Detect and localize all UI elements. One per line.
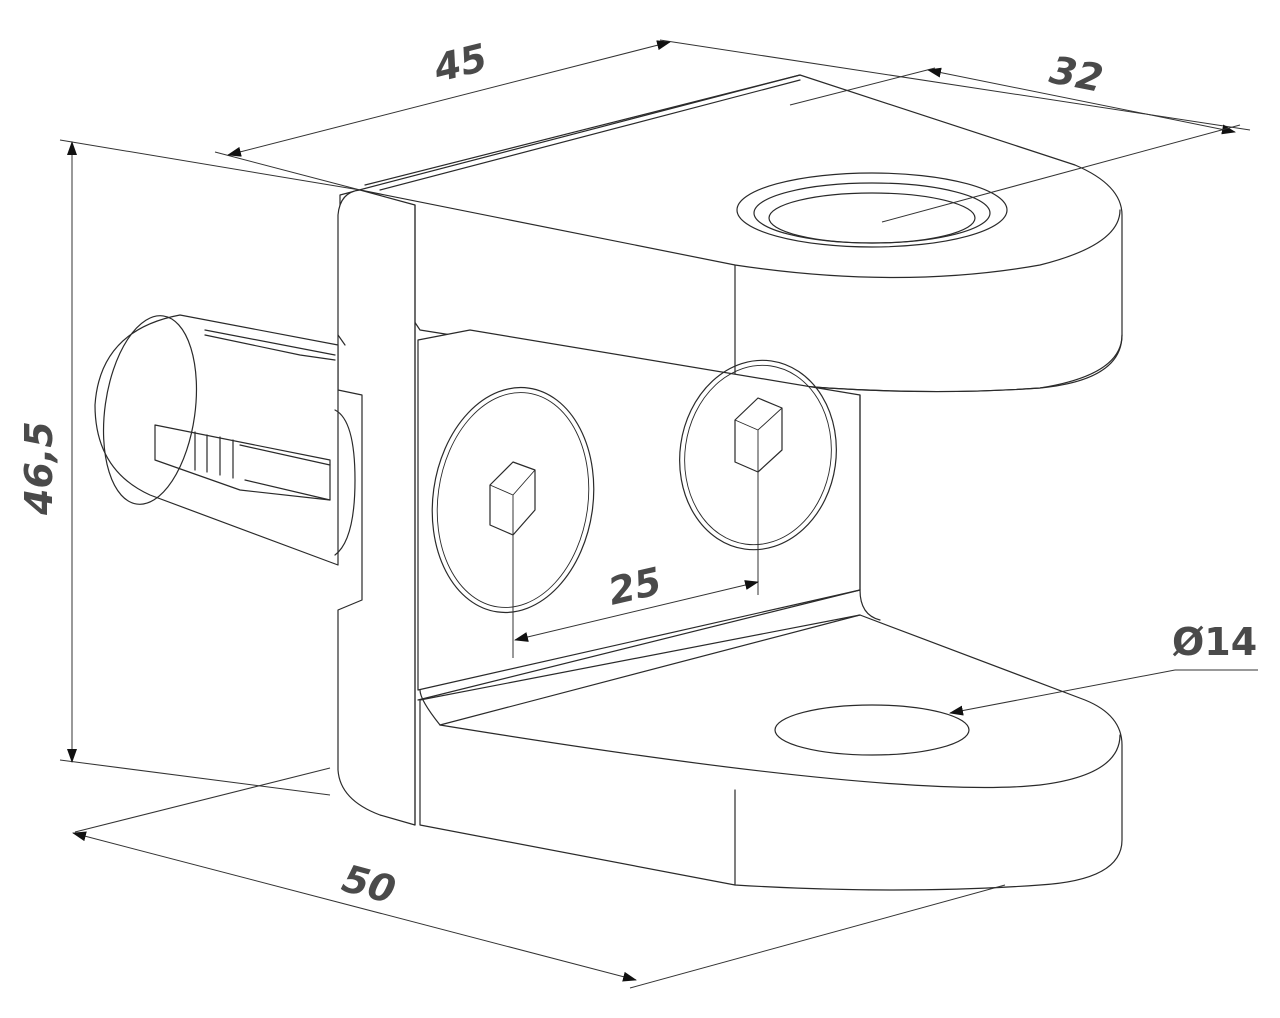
bracket-body — [94, 74, 1123, 891]
screw-left — [431, 386, 595, 614]
dim-depth-top: 32 — [789, 48, 1241, 223]
screw-right — [679, 359, 837, 551]
dim-hole-diameter: Ø14 — [949, 620, 1258, 716]
dim-base-width-label: 50 — [338, 856, 400, 912]
dim-hole-diameter-label: Ø14 — [1172, 620, 1257, 664]
dim-height: 46,5 — [17, 139, 361, 796]
dim-height-label: 46,5 — [17, 421, 61, 516]
dim-width-top-label: 45 — [429, 35, 492, 91]
dim-hole-spacing: 25 — [512, 450, 759, 658]
dim-depth-top-label: 32 — [1046, 48, 1106, 101]
front-plate — [337, 189, 416, 826]
expansion-anchor — [94, 314, 356, 566]
bottom-hole — [774, 704, 970, 756]
top-counterbore-hole — [736, 172, 1008, 248]
